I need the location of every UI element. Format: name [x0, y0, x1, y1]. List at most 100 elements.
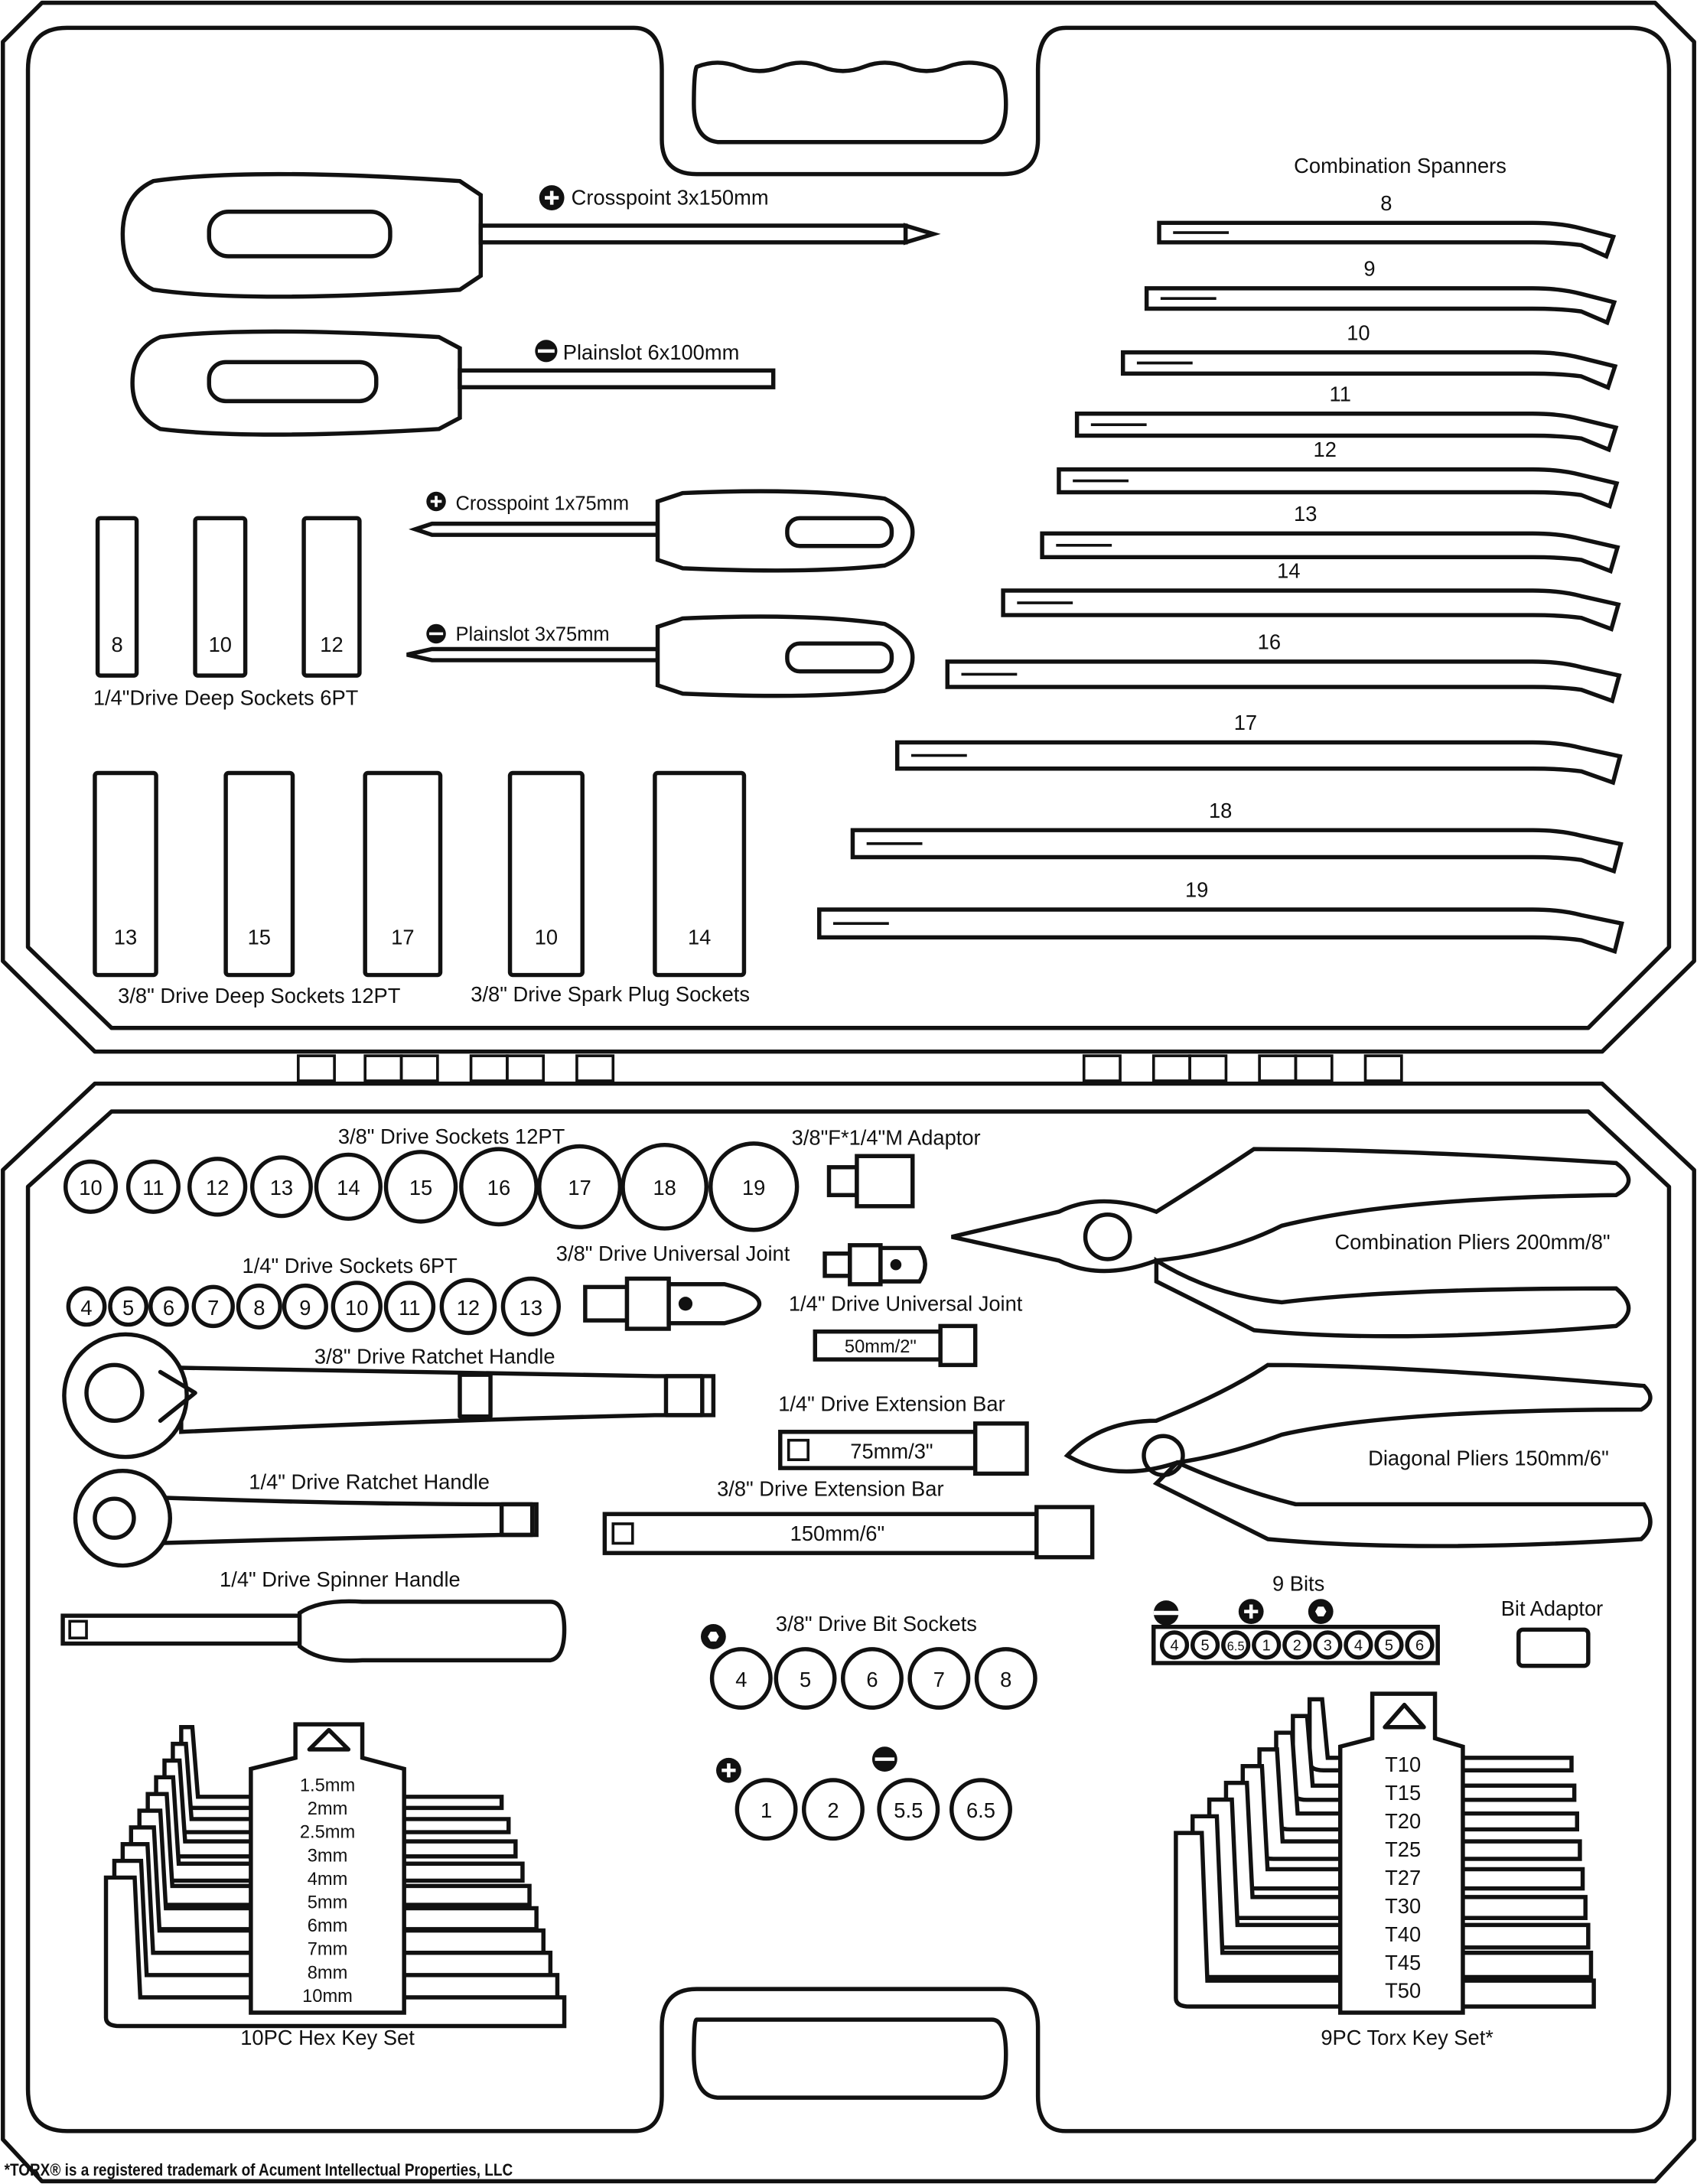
bit-socket — [802, 1778, 865, 1841]
spanner-size: 14 — [1277, 559, 1300, 583]
socket — [63, 1159, 118, 1214]
bit-socket-size: 7 — [933, 1668, 945, 1691]
socket-size: 13 — [114, 925, 137, 949]
socket — [383, 1281, 436, 1333]
adaptor: 3/8"F*1/4"M Adaptor — [792, 1126, 981, 1209]
socket-size: 16 — [487, 1176, 510, 1199]
socket-size: 12 — [457, 1296, 480, 1320]
hex-key — [103, 1875, 567, 2029]
spanner-size: 12 — [1314, 438, 1337, 461]
socket-size: 15 — [248, 925, 271, 949]
bit-size: 2 — [1293, 1638, 1301, 1655]
hex-key-set: 10PC Hex Key Set 1.5mm2mm2.5mm3mm4mm5mm6… — [103, 1722, 567, 2049]
bit-size: 5 — [1385, 1638, 1393, 1655]
hex-key-size: 3mm — [308, 1846, 348, 1866]
socket — [148, 1286, 189, 1327]
diagonal-pliers: Diagonal Pliers 150mm/6" — [1063, 1362, 1653, 1548]
tool-label: 1/4" Drive Ratchet Handle — [249, 1470, 490, 1493]
extension-bar-50mm: 50mm/2" — [813, 1323, 978, 1368]
socket-size: 11 — [142, 1176, 164, 1199]
spinner-handle: 1/4" Drive Spinner Handle — [60, 1567, 567, 1663]
socket-size: 14 — [688, 925, 711, 949]
socket-size: 6 — [163, 1296, 174, 1320]
triangle-icon — [1383, 1702, 1426, 1730]
socket-size: 10 — [209, 633, 232, 656]
torx-key-holder — [1338, 1691, 1465, 2015]
bit-size: 6.5 — [1227, 1640, 1245, 1654]
group-label: 1/4"Drive Deep Sockets 6PT — [93, 685, 359, 709]
bar-size: 50mm/2" — [845, 1337, 917, 1357]
spanner — [1057, 467, 1620, 509]
bit-adaptor: Bit Adaptor — [1501, 1597, 1603, 1668]
group-label: 3/8" Drive Deep Sockets 12PT — [118, 984, 401, 1007]
bit — [1252, 1630, 1282, 1660]
spanner-size: 13 — [1294, 502, 1317, 526]
torx-key-set: 9PC Torx Key Set* T10T15T20T25T27T30T40T… — [1174, 1691, 1596, 2049]
group-label: 1/4" Drive Sockets 6PT — [243, 1254, 458, 1278]
deep-socket — [93, 770, 158, 978]
hex-key-size: 1.5mm — [300, 1776, 355, 1796]
socket — [191, 1284, 235, 1329]
socket-size: 8 — [111, 633, 122, 656]
torx-key-size: T20 — [1385, 1809, 1421, 1833]
socket — [439, 1278, 497, 1336]
bit-size: 5 — [1201, 1638, 1210, 1655]
bit — [1374, 1630, 1404, 1660]
hex-key-size: 4mm — [308, 1870, 348, 1889]
bit — [1191, 1630, 1220, 1660]
spanner — [1001, 588, 1621, 632]
tool-label: 1/4" Drive Extension Bar — [778, 1391, 1005, 1415]
group-label: 3/8" Drive Spark Plug Sockets — [471, 982, 750, 1006]
socket — [708, 1141, 800, 1232]
socket-size: 11 — [399, 1296, 420, 1320]
spanner-size: 17 — [1234, 711, 1257, 734]
bit — [1282, 1630, 1312, 1660]
combination-pliers: Combination Pliers 200mm/8" — [951, 1147, 1631, 1339]
screwdriver-plainslot-6x100: Plainslot 6x100mm — [130, 329, 776, 437]
bit-socket-size: 6 — [866, 1668, 878, 1691]
tool-label: 1/4" Drive Spinner Handle — [220, 1567, 461, 1591]
ratchet-handle-38: 3/8" Drive Ratchet Handle — [62, 1332, 716, 1460]
bit-size: 4 — [1354, 1638, 1363, 1655]
torx-key — [1174, 1831, 1596, 2009]
spark-plug-socket — [653, 770, 747, 978]
socket — [383, 1150, 458, 1224]
bit-size: 1 — [1262, 1638, 1271, 1655]
socket — [282, 1283, 328, 1330]
bit — [1313, 1630, 1343, 1660]
bit-socket — [949, 1778, 1012, 1841]
spanner — [945, 659, 1622, 704]
spanners-title: Combination Spanners — [1294, 154, 1506, 177]
torx-key-size: T30 — [1385, 1894, 1421, 1918]
screwdriver-label: Crosspoint 3x150mm — [572, 186, 769, 210]
socket-size: 10 — [535, 925, 558, 949]
socket-size: 17 — [568, 1176, 591, 1199]
socket — [314, 1152, 383, 1221]
socket-size: 19 — [742, 1176, 765, 1199]
extension-bar-14: 1/4" Drive Extension Bar 75mm/3" — [778, 1391, 1029, 1476]
bit-socket — [877, 1778, 940, 1841]
hinges — [296, 1054, 1403, 1082]
socket-size: 10 — [345, 1296, 368, 1320]
socket — [537, 1144, 623, 1229]
bit-socket-size: 6.5 — [966, 1798, 995, 1822]
socket-size: 13 — [520, 1296, 542, 1320]
bit-socket — [974, 1647, 1037, 1710]
hex-key-size: 7mm — [308, 1940, 348, 1960]
torx-key-size: T40 — [1385, 1922, 1421, 1946]
tool-label: 3/8"F*1/4"M Adaptor — [792, 1126, 981, 1150]
tool-label: 3/8" Drive Ratchet Handle — [314, 1345, 555, 1369]
screwdriver-label: Crosspoint 1x75mm — [456, 493, 630, 514]
socket — [125, 1159, 181, 1214]
deep-socket — [301, 516, 362, 678]
bit-socket-size: 4 — [735, 1668, 747, 1691]
socket-size: 18 — [653, 1176, 676, 1199]
spark-plug-socket — [507, 770, 585, 978]
bit-socket — [840, 1647, 904, 1710]
deep-socket — [223, 770, 295, 978]
bit-socket-size: 5.5 — [894, 1798, 923, 1822]
spanner-size: 8 — [1380, 191, 1392, 215]
spanner-size: 16 — [1258, 630, 1281, 653]
spanner — [1040, 531, 1620, 574]
